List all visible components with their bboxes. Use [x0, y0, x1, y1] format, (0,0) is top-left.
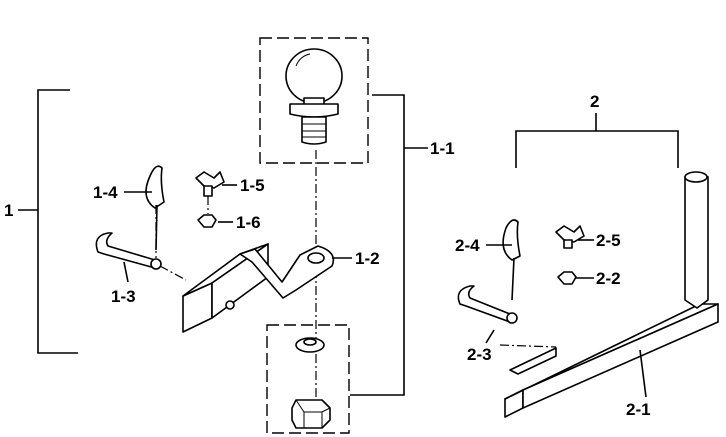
- clip-2: [502, 219, 521, 301]
- clip-1: [145, 165, 165, 258]
- stand-frame: [499, 171, 719, 418]
- group-1-bracket: [18, 89, 78, 354]
- label-2-3: 2-3: [467, 345, 492, 364]
- label-1-3: 1-3: [111, 287, 136, 306]
- label-2-4: 2-4: [455, 236, 480, 255]
- wing-bolt-2: [555, 225, 585, 249]
- alignment-line-2: [159, 265, 187, 281]
- group-2-bracket: [515, 113, 679, 168]
- wing-bolt-1: [195, 171, 225, 214]
- label-1-6: 1-6: [236, 213, 261, 232]
- label-1-2: 1-2: [355, 249, 380, 268]
- label-1-5: 1-5: [240, 176, 265, 195]
- hitch-pin-1: [95, 232, 162, 270]
- part-1-1-bracket: [350, 94, 428, 396]
- label-2-2: 2-2: [596, 269, 621, 288]
- leader-lines: [123, 184, 647, 398]
- drawbar: [182, 243, 335, 333]
- label-1: 1: [4, 201, 13, 220]
- nut-2: [557, 271, 577, 285]
- washer-nut-group: [266, 324, 350, 434]
- hitch-pin-2: [457, 285, 518, 324]
- label-2: 2: [590, 92, 599, 111]
- nut-1: [197, 214, 217, 228]
- hitch-ball: [285, 48, 343, 104]
- label-1-4: 1-4: [93, 183, 118, 202]
- label-2-1: 2-1: [626, 400, 651, 419]
- label-2-5: 2-5: [596, 231, 621, 250]
- label-1-1: 1-1: [430, 139, 455, 158]
- hitch-ball-group: [259, 37, 369, 164]
